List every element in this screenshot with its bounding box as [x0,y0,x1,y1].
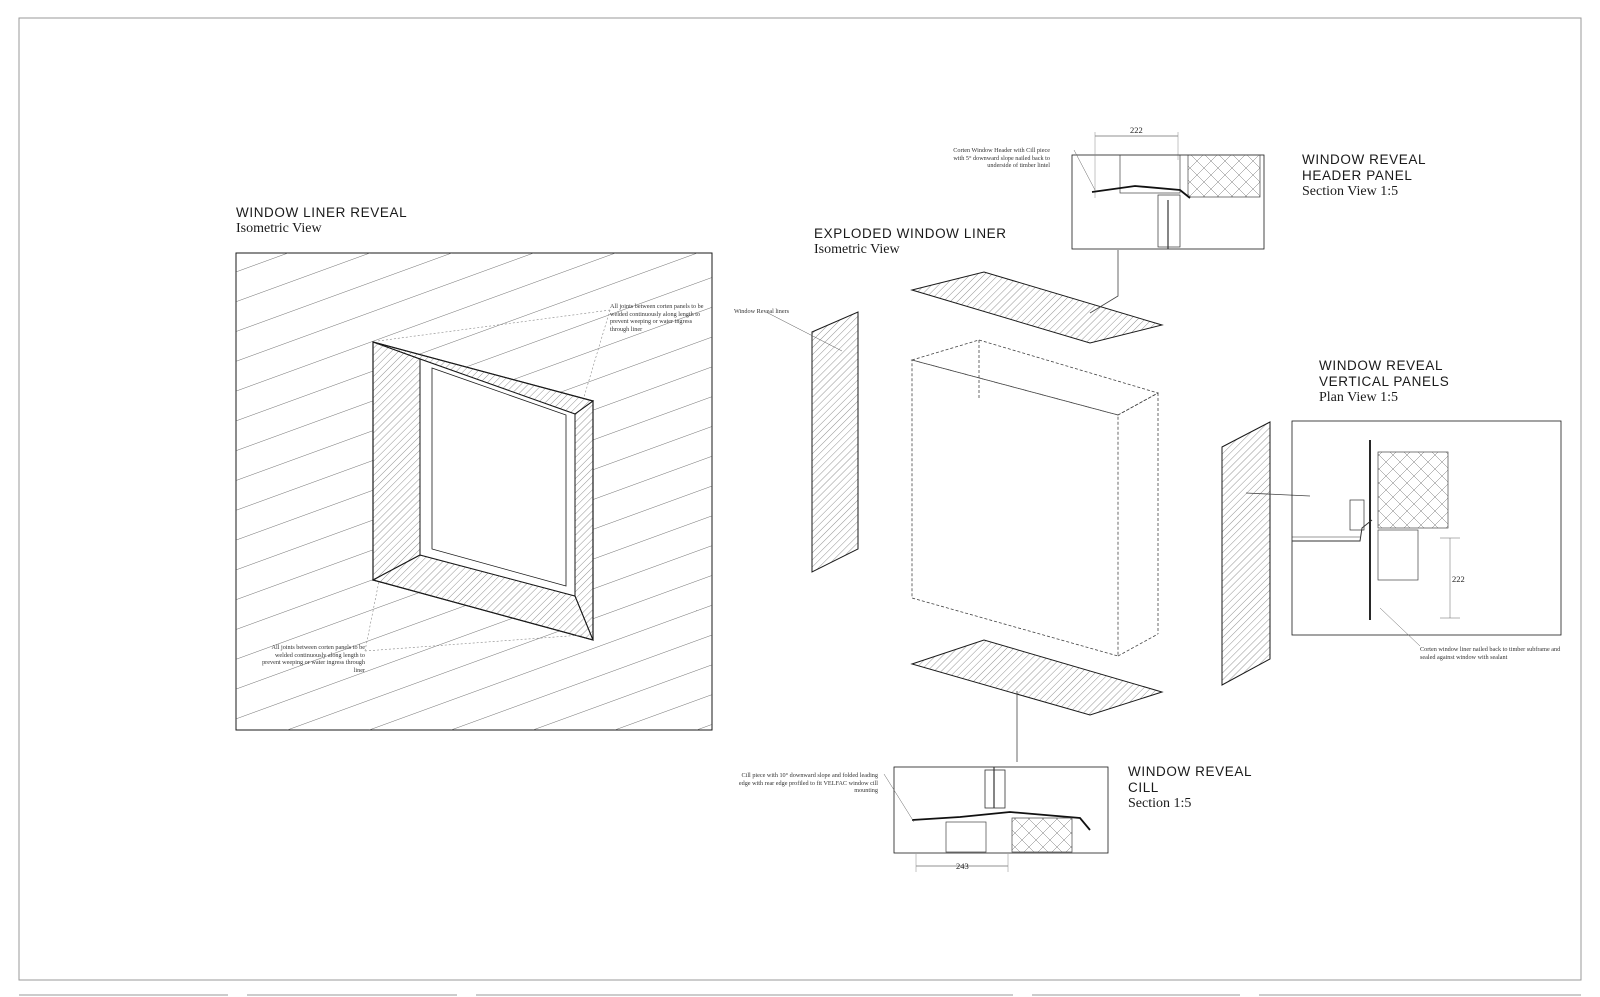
header-panel-title-1: WINDOW REVEAL [1302,152,1427,167]
cill-subtitle: Section 1:5 [1128,796,1192,811]
top-joints-note: All joints between corten panels to be w… [610,303,704,333]
header-panel-section [1071,132,1265,250]
header-panel-title-2: HEADER PANEL [1302,168,1413,183]
header-note: Corten Window Header with Cill piece wit… [953,147,1050,169]
header-dimension: 222 [1130,125,1143,135]
vertical-panels-title-2: VERTICAL PANELS [1319,374,1450,389]
exploded-title: EXPLODED WINDOW LINER [814,226,1007,241]
reveal-liners-note: Window Reveal liners [734,308,790,315]
cill-title-1: WINDOW REVEAL [1128,764,1253,779]
vertical-panels-plan [1291,420,1562,647]
header-panel-subtitle: Section View 1:5 [1302,184,1399,199]
liner-reveal-title: WINDOW LINER REVEAL [236,205,408,220]
vertical-panels-title-1: WINDOW REVEAL [1319,358,1444,373]
vertical-note: Corten window liner nailed back to timbe… [1420,646,1561,661]
cill-section [883,766,1109,872]
exploded-liner [765,250,1311,762]
vertical-dimension: 222 [1452,574,1465,584]
vertical-panels-subtitle: Plan View 1:5 [1319,390,1399,405]
exploded-subtitle: Isometric View [814,242,900,257]
cill-dimension: 243 [956,861,969,871]
liner-reveal-isometric [235,252,713,731]
liner-reveal-subtitle: Isometric View [236,221,322,236]
bottom-joints-note: All joints between corten panels to be w… [262,644,365,674]
cill-title-2: CILL [1128,780,1159,795]
sheet-border [18,17,1582,996]
cill-note: Cill piece with 10° downward slope and f… [738,772,878,794]
